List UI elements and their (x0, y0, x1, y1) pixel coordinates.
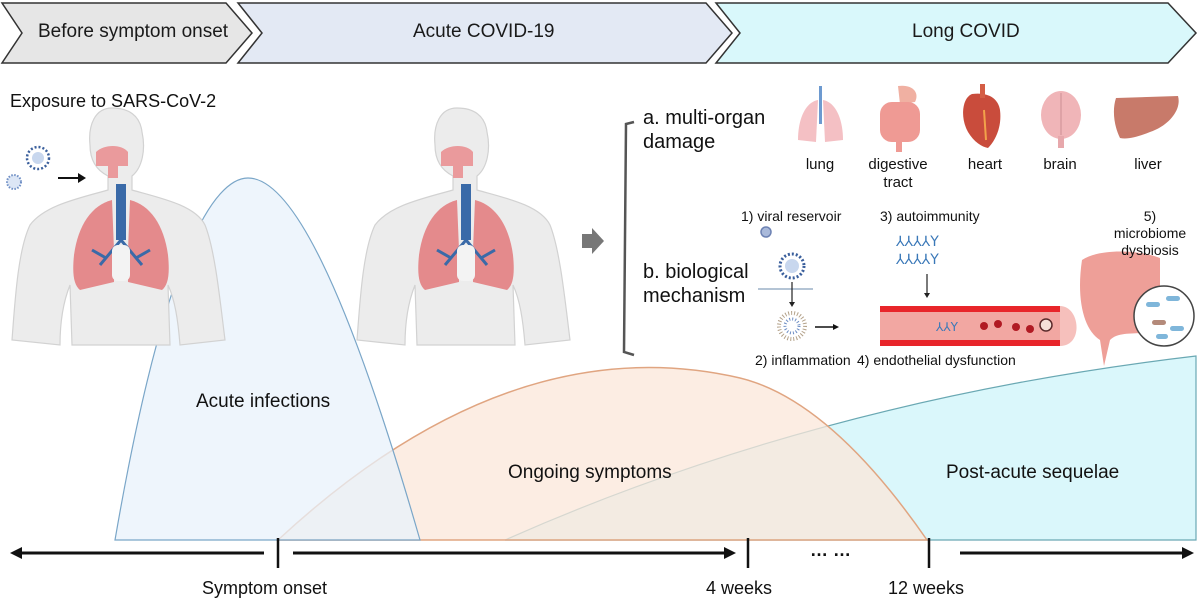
timeline-left-arrow (10, 547, 264, 559)
organ-label-brain: brain (1043, 156, 1077, 173)
curve-ongoing-symptoms (276, 366, 929, 541)
svg-text:⅄⅄⅄⅄Y: ⅄⅄⅄⅄Y (895, 252, 939, 268)
phase-before-onset (0, 2, 253, 64)
curve-label-ongoing-symptoms: Ongoing symptoms (508, 462, 672, 483)
phase-banner (0, 2, 1198, 64)
curve-label-post-acute-sequelae: Post-acute sequelae (946, 462, 1120, 483)
inhale-arrow-icon (58, 173, 86, 183)
exposure-label: Exposure to SARS-CoV-2 (10, 91, 217, 111)
heart-icon (963, 84, 1001, 148)
bracket (622, 120, 635, 357)
phase-long-covid (714, 2, 1198, 64)
curve-label-acute-infections: Acute infections (196, 391, 331, 412)
blood-vessel-icon: ⅄⅄Y (880, 306, 1077, 346)
inflammation-icon (777, 311, 839, 341)
organ-label-lung: lung (805, 156, 835, 173)
mechanism-endothelial-dysfunction: 4) endothelial dysfunction (857, 352, 1016, 368)
person-exposed-figure (11, 107, 226, 346)
phase-label-before: Before symptom onset (38, 21, 229, 42)
organ-label-heart: heart (967, 156, 1003, 173)
gut-microbiome-icon (1080, 251, 1195, 366)
liver-icon (1113, 96, 1179, 139)
svg-text:⅄⅄Y: ⅄⅄Y (935, 320, 959, 334)
svg-text:⅄⅄⅄⅄Y: ⅄⅄⅄⅄Y (895, 234, 939, 250)
marker-label-12-weeks: 12 weeks (888, 578, 965, 598)
viral-reservoir-icon (758, 226, 813, 307)
digestive-tract-icon (880, 85, 920, 152)
lung-icon (798, 86, 843, 142)
timeline-ellipsis: … … (810, 540, 852, 560)
antibody-icon: ⅄⅄⅄⅄Y ⅄⅄⅄⅄Y (895, 234, 939, 268)
biological-mechanism-label: b. biological mechanism (643, 261, 749, 307)
down-arrow-icon (924, 274, 930, 298)
marker-label-4-weeks: 4 weeks (706, 578, 773, 598)
phase-acute (236, 2, 733, 64)
brain-icon (1041, 91, 1081, 148)
person-acute-figure (356, 107, 571, 346)
virus-icon (6, 145, 51, 190)
mechanism-microbiome-dysbiosis: 5) microbiome dysbiosis (1113, 208, 1187, 258)
marker-label-symptom-onset: Symptom onset (202, 578, 328, 598)
progression-arrow-icon (582, 228, 604, 254)
mechanism-autoimmunity: 3) autoimmunity (880, 208, 980, 224)
organ-label-liver: liver (1134, 156, 1162, 173)
timeline-right-arrow (960, 547, 1194, 559)
organ-label-digestive-tract: digestive tract (868, 156, 928, 191)
phase-label-long-covid: Long COVID (912, 21, 1020, 42)
multi-organ-damage-label: a. multi-organ damage (643, 107, 766, 153)
phase-label-acute: Acute COVID-19 (413, 21, 555, 42)
mechanism-inflammation: 2) inflammation (755, 352, 851, 368)
timeline-middle-arrow (293, 547, 736, 559)
mechanism-viral-reservoir: 1) viral reservoir (741, 208, 842, 224)
